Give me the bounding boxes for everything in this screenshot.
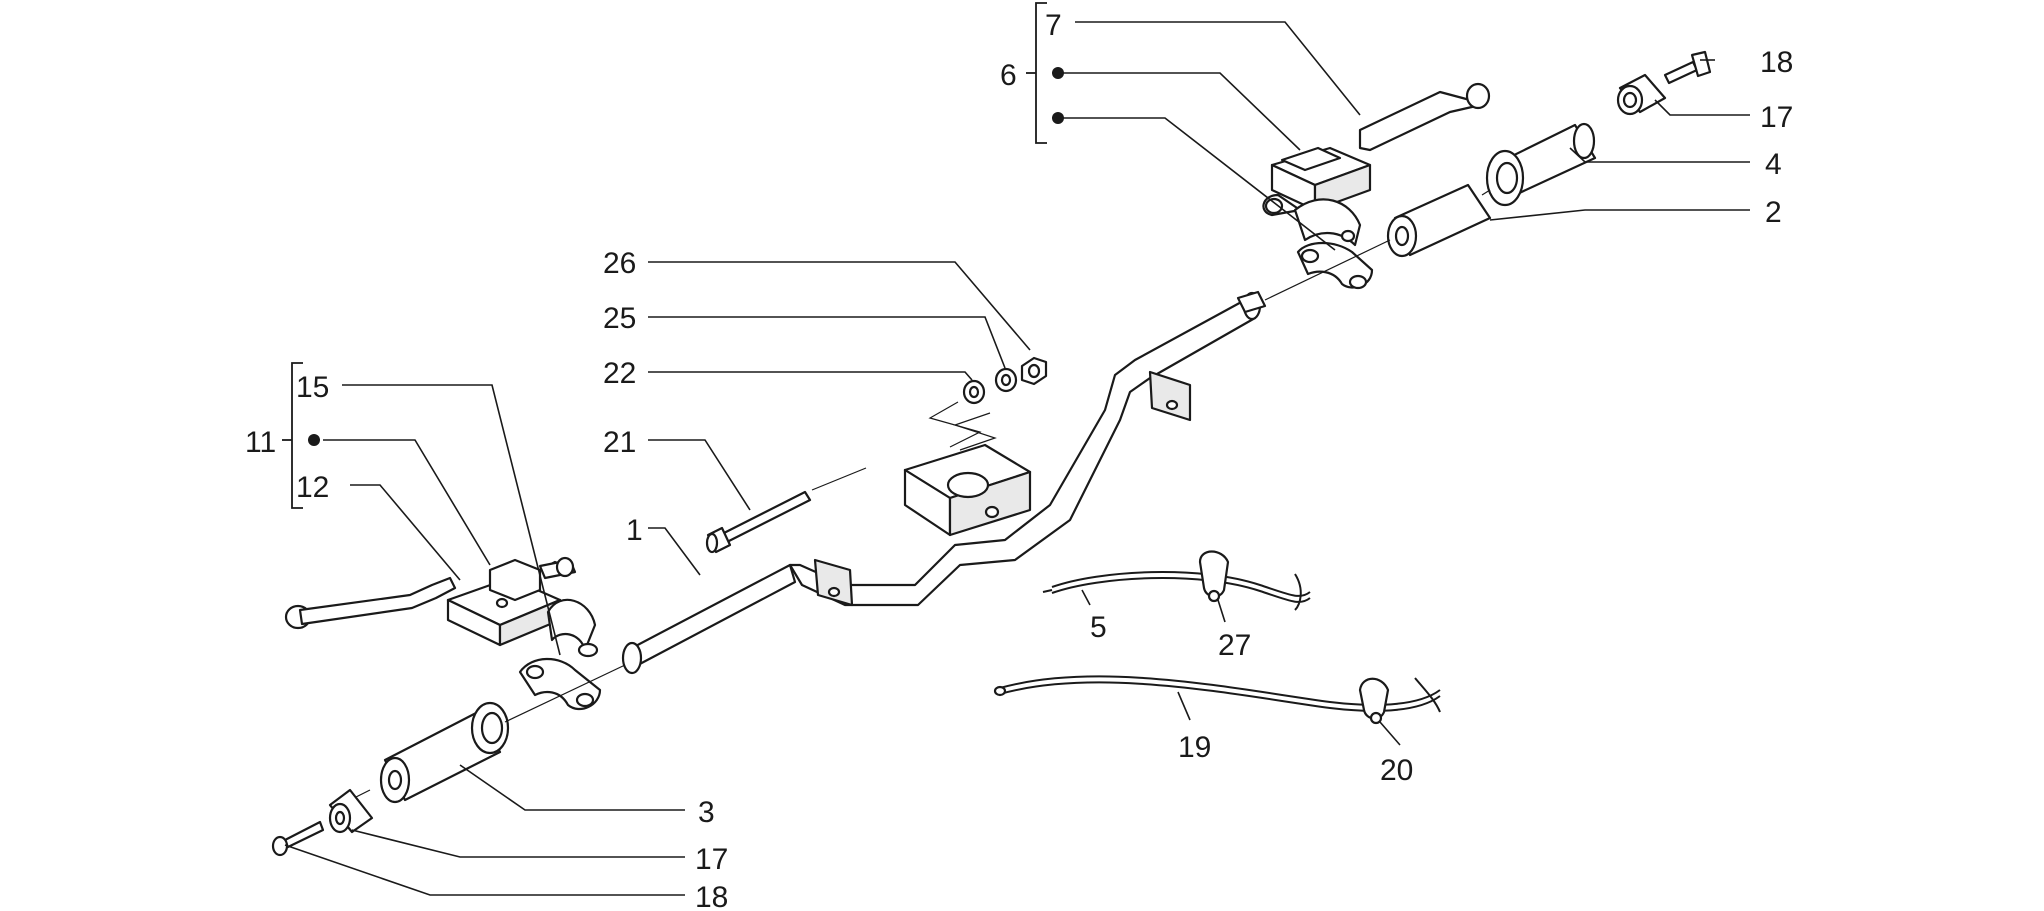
callout-7: 7 <box>1045 9 1062 42</box>
washer-20 <box>962 379 986 405</box>
handlebar-clamp <box>903 412 1032 537</box>
callout-4: 4 <box>1765 148 1782 181</box>
callout-27: 20 <box>1380 754 1413 787</box>
callout-25: 19 <box>1178 731 1211 764</box>
callout-11: 11 <box>245 426 276 459</box>
cable-25 <box>993 675 1441 713</box>
clip-27 <box>1358 677 1390 725</box>
left-bar-end <box>328 788 374 834</box>
callout-15: 15 <box>296 371 329 404</box>
callout-21: 25 <box>603 302 636 335</box>
callout-1: 1 <box>626 514 643 547</box>
right-axis-2 <box>1481 189 1491 196</box>
right-lever-assembly <box>1262 82 1491 247</box>
callout-6: 6 <box>1000 59 1017 92</box>
callout-17-right: 17 <box>1760 101 1793 134</box>
cable-5 <box>1042 571 1311 611</box>
callout-20: 22 <box>603 357 636 390</box>
right-screw <box>1663 50 1712 85</box>
callout-26: 27 <box>1218 629 1251 662</box>
callouts: 7 6 18 17 4 2 26 25 22 21 1 15 11 12 5 2… <box>245 9 1793 911</box>
right-grip <box>1386 183 1492 258</box>
callout-19: 21 <box>603 426 636 459</box>
right-axis <box>1264 239 1391 301</box>
right-throttle <box>1485 122 1597 207</box>
leader-lines <box>284 21 1750 896</box>
left-clamp-half <box>518 657 602 711</box>
callout-3: 3 <box>698 796 715 829</box>
left-grip <box>379 701 510 804</box>
left-lever-assembly <box>284 556 599 658</box>
left-axis <box>504 664 626 723</box>
bolt <box>705 467 867 554</box>
callout-2: 2 <box>1765 196 1782 229</box>
washer-21 <box>994 367 1018 393</box>
callout-5: 5 <box>1090 611 1107 644</box>
callout-12: 12 <box>296 471 329 504</box>
callout-18-left: 18 <box>695 881 728 911</box>
right-bar-end <box>1616 73 1667 116</box>
clip-26 <box>1198 550 1230 603</box>
nut-22 <box>1020 356 1048 386</box>
callout-18-right: 18 <box>1760 46 1793 79</box>
bracket-11 <box>282 362 320 509</box>
bracket-6 <box>1026 2 1064 144</box>
fastener-axis <box>928 401 982 448</box>
callout-17-left: 17 <box>695 843 728 876</box>
callout-22: 26 <box>603 247 636 280</box>
handlebar <box>621 290 1267 675</box>
